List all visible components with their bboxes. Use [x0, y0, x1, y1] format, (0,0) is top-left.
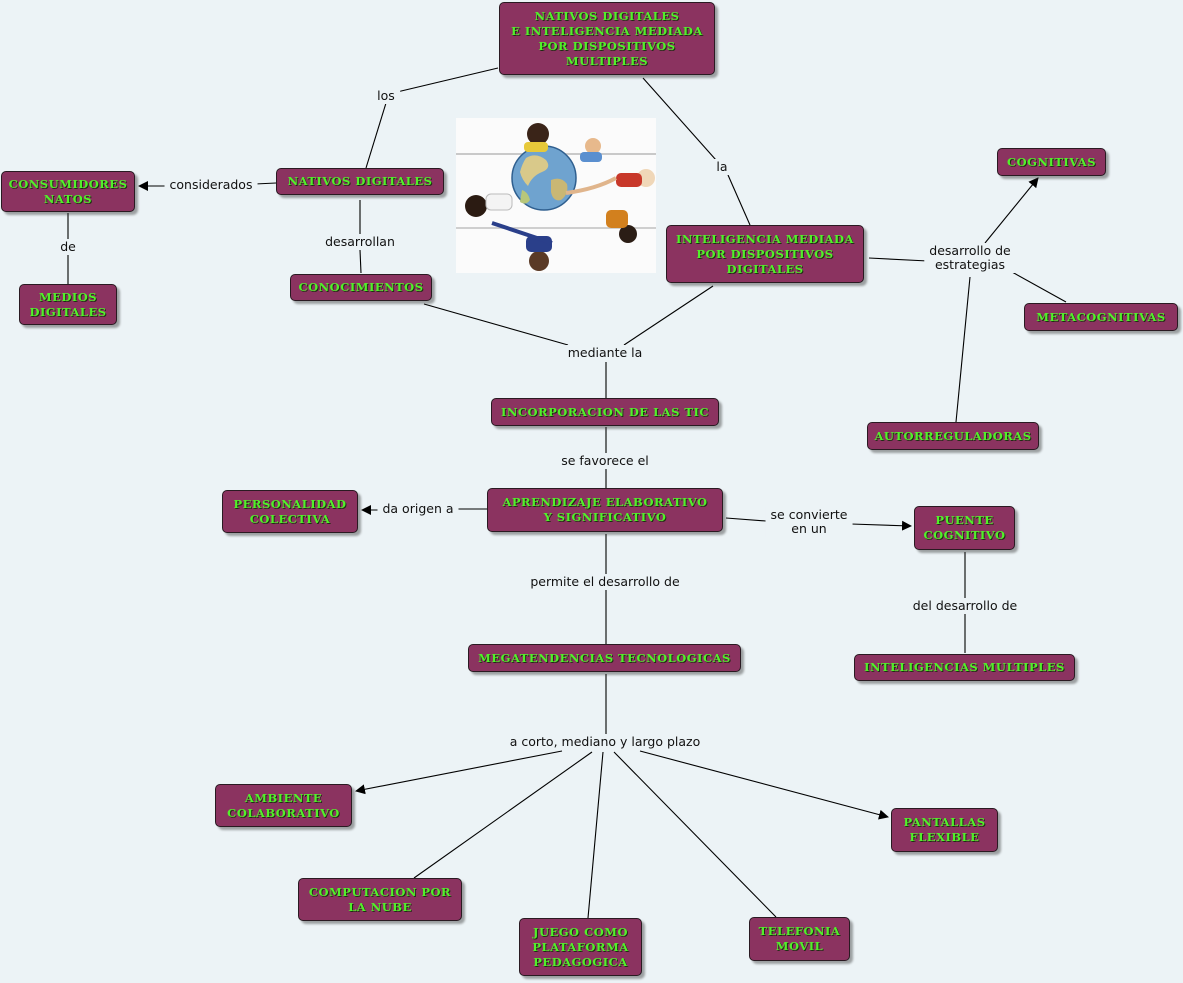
node-computacion-nube[interactable]: COMPUTACION POR LA NUBE [298, 878, 462, 921]
link-label-permite: permite el desarrollo de [525, 574, 685, 590]
link-los-nativos [365, 102, 387, 169]
link-estrategias-cognitivas [984, 177, 1039, 244]
link-inteligencia-mediante [623, 285, 714, 346]
link-la-inteligencia [727, 174, 751, 226]
link-inteligencia-estrategias [868, 257, 929, 262]
node-juego-plataforma[interactable]: JUEGO COMO PLATAFORMA PEDAGOGICA [519, 918, 642, 976]
node-metacognitivas[interactable]: METACOGNITIVAS [1024, 303, 1178, 331]
node-pantallas-flexible[interactable]: PANTALLAS FLEXIBLE [891, 808, 998, 852]
link-label-del-desarrollo: del desarrollo de [907, 598, 1023, 614]
node-telefonia-movil[interactable]: TELEFONIA MOVIL [749, 917, 850, 961]
node-aprendizaje[interactable]: APRENDIZAJE ELABORATIVO Y SIGNIFICATIVO [487, 488, 723, 532]
children-globe-image [456, 118, 656, 273]
link-aprendizaje-convierte [725, 517, 767, 522]
link-label-desarrollan: desarrollan [320, 234, 400, 250]
node-nativos-inteligencia-multiples[interactable]: NATIVOS DIGITALES E INTELIGENCIA MEDIADA… [499, 2, 715, 75]
link-label-los: los [372, 88, 400, 104]
link-convierte-puente [850, 520, 912, 531]
link-main-la [642, 77, 717, 161]
link-main-los [396, 67, 499, 93]
node-consumidores-natos[interactable]: CONSUMIDORES NATOS [1, 171, 135, 212]
node-ambiente-colaborativo[interactable]: AMBIENTE COLABORATIVO [215, 784, 352, 827]
node-nativos-digitales[interactable]: NATIVOS DIGITALES [276, 168, 444, 195]
node-medios-digitales[interactable]: MEDIOS DIGITALES [19, 284, 117, 325]
link-conocimientos-mediante [423, 303, 569, 346]
link-label-plazo: a corto, mediano y largo plazo [504, 734, 706, 750]
node-incorporacion-tic[interactable]: INCORPORACION DE LAS TIC [491, 398, 719, 426]
link-label-origen: da origen a [377, 501, 459, 517]
link-plazo-pantallas [639, 750, 889, 820]
link-label-de: de [55, 239, 81, 255]
link-label-desarrollo-estrategias: desarrollo de estrategias [924, 243, 1016, 273]
node-personalidad-colectiva[interactable]: PERSONALIDAD COLECTIVA [222, 490, 358, 533]
link-plazo-telefonia [613, 751, 777, 918]
link-desarrollan-conocimientos [359, 249, 362, 274]
link-plazo-juego [587, 751, 604, 919]
link-plazo-computacion [413, 751, 593, 879]
link-plazo-ambiente [355, 750, 563, 795]
node-megatendencias[interactable]: MEGATENDENCIAS TECNOLOGICAS [468, 644, 741, 672]
link-estrategias-autorreguladoras [955, 276, 971, 423]
link-nativos-considerados [254, 182, 277, 185]
node-puente-cognitivo[interactable]: PUENTE COGNITIVO [914, 506, 1015, 550]
node-autorreguladoras[interactable]: AUTORREGULADORAS [867, 422, 1039, 450]
node-conocimientos[interactable]: CONOCIMIENTOS [290, 274, 432, 301]
link-label-convierte: se convierte en un [765, 507, 853, 537]
link-label-favorece: se favorece el [556, 453, 654, 469]
node-cognitivas[interactable]: COGNITIVAS [997, 148, 1106, 176]
link-label-la: la [711, 159, 733, 175]
link-label-mediante: mediante la [562, 345, 648, 361]
node-inteligencias-multiples[interactable]: INTELIGENCIAS MULTIPLES [854, 654, 1075, 681]
link-estrategias-metacognitivas [1011, 271, 1067, 303]
node-inteligencia-mediada[interactable]: INTELIGENCIA MEDIADA POR DISPOSITIVOS DI… [666, 225, 864, 283]
link-label-considerados: considerados [164, 177, 258, 193]
